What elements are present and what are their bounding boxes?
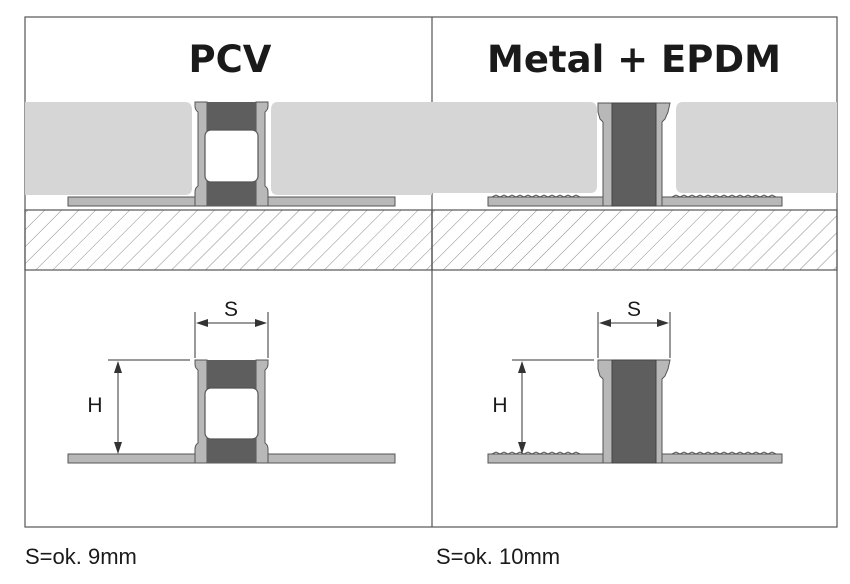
panel-title-metal-epdm: Metal + EPDM	[487, 38, 781, 81]
metal-flange-serration	[491, 451, 777, 455]
pcv-installed	[25, 101, 432, 207]
h-arrow-bottom	[518, 442, 526, 454]
h-arrow-top	[114, 361, 122, 373]
caption-pcv-width: S=ok. 9mm	[25, 544, 137, 569]
tile-left	[432, 102, 597, 193]
h-arrow-top	[518, 361, 526, 373]
pcv-hollow-core	[204, 387, 259, 440]
tile-right	[676, 102, 837, 193]
s-arrow-right	[255, 319, 267, 327]
pcv-right-wall	[255, 359, 269, 464]
tile-right	[271, 102, 432, 195]
substrate-left	[24, 209, 433, 271]
h-label: H	[492, 394, 507, 417]
caption-metal-width: S=ok. 10mm	[436, 544, 561, 569]
epdm-insert	[611, 359, 657, 464]
s-arrow-left	[196, 319, 208, 327]
s-label: S	[627, 298, 641, 321]
metal-right-wall	[655, 359, 671, 464]
h-label: H	[87, 394, 102, 417]
pcv-left-wall	[194, 359, 208, 464]
metal-epdm-dimensioned: S H	[487, 298, 783, 464]
pcv-hollow-core	[204, 129, 259, 183]
pcv-left-wall	[194, 101, 208, 207]
metal-right-wall	[655, 102, 671, 207]
metal-flange-serration	[491, 194, 777, 198]
pcv-dimensioned: S H	[67, 298, 396, 464]
diagram-frame	[24, 16, 838, 528]
pcv-right-wall	[255, 101, 269, 207]
metal-epdm-installed	[432, 102, 837, 207]
panel-title-pcv: PCV	[189, 38, 272, 81]
s-label: S	[224, 298, 238, 321]
s-arrow-right	[657, 319, 669, 327]
s-arrow-left	[599, 319, 611, 327]
h-arrow-bottom	[114, 442, 122, 454]
substrate-right	[431, 209, 838, 271]
tile-left	[25, 102, 192, 195]
epdm-insert	[611, 102, 657, 207]
